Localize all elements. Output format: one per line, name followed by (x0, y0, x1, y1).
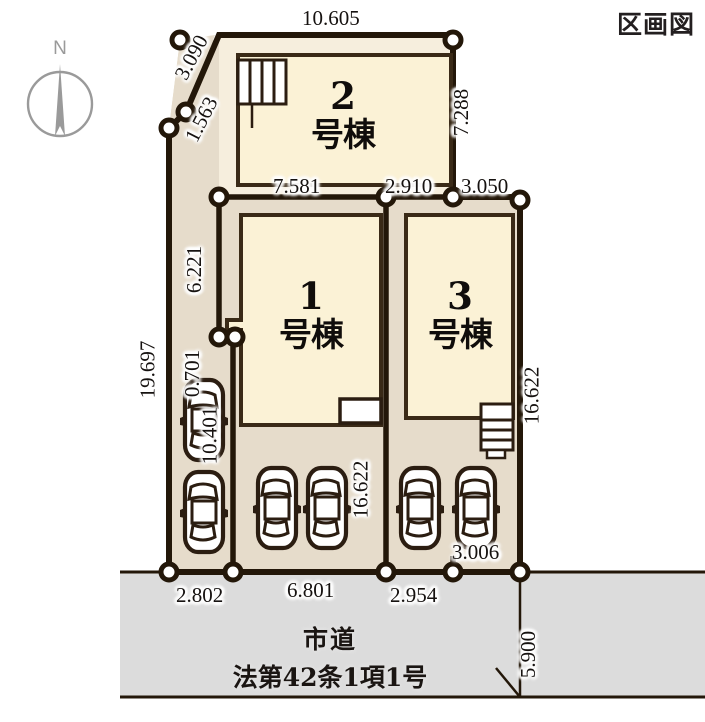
page-title: 区画図 (616, 10, 695, 39)
dimension-lot1-east: 16.622 (348, 460, 373, 519)
building-lot-3 (404, 213, 515, 420)
dimension-top-north: 10.605 (302, 6, 360, 30)
dimension-lot3-south-jog: 3.006 (452, 540, 500, 564)
stairs-horizontal-icon (479, 402, 515, 460)
house-label-lot-3: 3 号棟 (395, 274, 525, 354)
house-number-3: 3 (447, 274, 473, 318)
boundary-vertex-markers (158, 29, 531, 583)
compass-rose-graphic (26, 64, 94, 138)
compass-north-label: N (53, 38, 67, 59)
dimension-lot2-bottom-left: 7.581 (273, 174, 321, 198)
dimension-south-lot1: 6.801 (287, 578, 335, 602)
house-label-lot-2: 2 号棟 (278, 74, 408, 154)
road-label-line1: 市道 (302, 625, 357, 654)
car-plan-icon (303, 468, 351, 548)
dimension-lot1-west-lower: 10.401 (197, 406, 222, 465)
dimension-lot1-west-short: 0.701 (180, 349, 205, 398)
house-suffix-2: 号棟 (311, 115, 376, 154)
house-number-1: 1 (298, 274, 324, 318)
car-plan-icon (253, 468, 301, 548)
dimension-lot1-west-upper: 6.221 (182, 245, 207, 294)
house-suffix-1: 号棟 (279, 315, 344, 354)
house-suffix-3: 号棟 (428, 315, 493, 354)
dimension-south-lot3: 2.954 (390, 583, 438, 607)
house-number-2: 2 (330, 74, 356, 118)
dimension-lot3-top: 3.050 (461, 174, 509, 198)
house-label-lot-1: 1 号棟 (246, 274, 376, 354)
car-plan-icon (180, 472, 228, 552)
compass-north-icon: N (24, 38, 96, 150)
dimension-road-width: 5.900 (516, 630, 541, 679)
dimension-east-lower: 16.622 (519, 366, 544, 425)
road-label-line2: 法第42条1項1号 (232, 663, 428, 692)
dimension-lot2-bottom-right: 2.910 (385, 174, 433, 198)
dimension-west-long: 19.697 (135, 340, 160, 399)
car-plan-icon (452, 468, 500, 548)
porch-icon (338, 397, 383, 425)
road-label: 市道 法第42条1項1号 (175, 620, 485, 694)
stairs-vertical-icon (236, 58, 288, 128)
dimension-east-lot2: 7.288 (449, 88, 474, 137)
dimension-south-lot1-left: 2.802 (176, 583, 224, 607)
car-plan-icon (396, 468, 444, 548)
